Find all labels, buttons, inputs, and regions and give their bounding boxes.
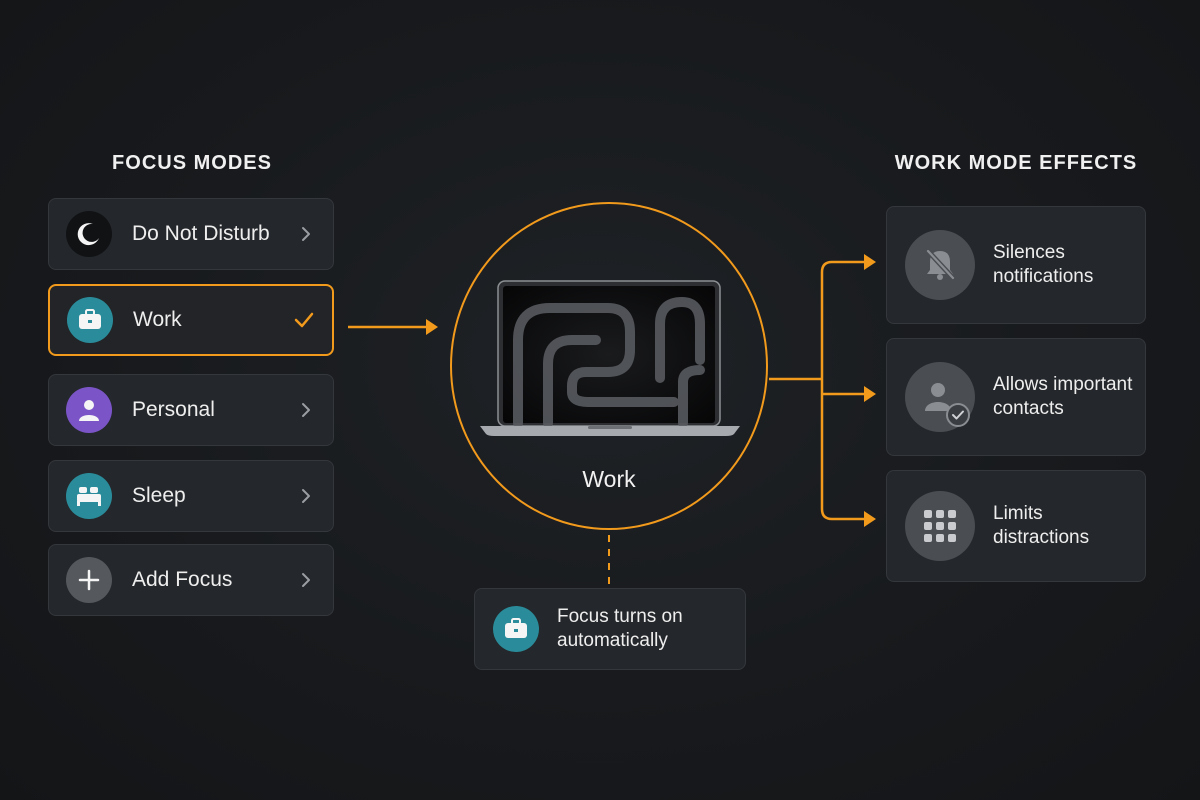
- laptop-icon: [480, 280, 740, 436]
- plus-icon: [66, 557, 112, 603]
- bell-slash-icon: [905, 230, 975, 300]
- focus-mode-label: Add Focus: [132, 568, 233, 591]
- focus-mode-do-not-disturb[interactable]: Do Not Disturb: [48, 198, 334, 270]
- work-mode-effects-title: WORK MODE EFFECTS: [894, 152, 1138, 174]
- person-icon: [66, 387, 112, 433]
- focus-mode-label: Work: [133, 308, 182, 331]
- chevron-right-icon: [302, 489, 310, 503]
- moon-icon: [66, 211, 112, 257]
- focus-mode-label: Do Not Disturb: [132, 222, 270, 245]
- effect-silences-notifications: Silences notifications: [886, 206, 1146, 324]
- checkmark-badge-icon: [946, 403, 970, 427]
- center-mode-label: Work: [582, 466, 636, 492]
- focus-modes-title: FOCUS MODES: [112, 152, 272, 174]
- effect-limits-distractions: Limits distractions: [886, 470, 1146, 582]
- auto-trigger-text: Focus turns on automatically: [557, 606, 683, 651]
- focus-mode-label: Sleep: [132, 484, 186, 507]
- contact-check-icon: [905, 362, 975, 432]
- briefcase-icon: [67, 297, 113, 343]
- focus-mode-personal[interactable]: Personal: [48, 374, 334, 446]
- effect-allows-important-contacts: Allows important contacts: [886, 338, 1146, 456]
- focus-mode-work[interactable]: Work: [48, 284, 334, 356]
- add-focus-button[interactable]: Add Focus: [48, 544, 334, 616]
- app-grid-icon: [905, 491, 975, 561]
- work-mode-circle: [450, 202, 768, 530]
- auto-trigger-card: Focus turns on automatically: [474, 588, 746, 670]
- briefcase-icon: [493, 606, 539, 652]
- effect-label: Limits distractions: [993, 503, 1090, 548]
- focus-mode-sleep[interactable]: Sleep: [48, 460, 334, 532]
- chevron-right-icon: [302, 227, 310, 241]
- chevron-right-icon: [302, 573, 310, 587]
- checkmark-icon: [294, 312, 314, 328]
- chevron-right-icon: [302, 403, 310, 417]
- effect-label: Silences notifications: [993, 242, 1094, 287]
- focus-mode-label: Personal: [132, 398, 215, 421]
- effect-label: Allows important contacts: [993, 374, 1133, 419]
- bed-icon: [66, 473, 112, 519]
